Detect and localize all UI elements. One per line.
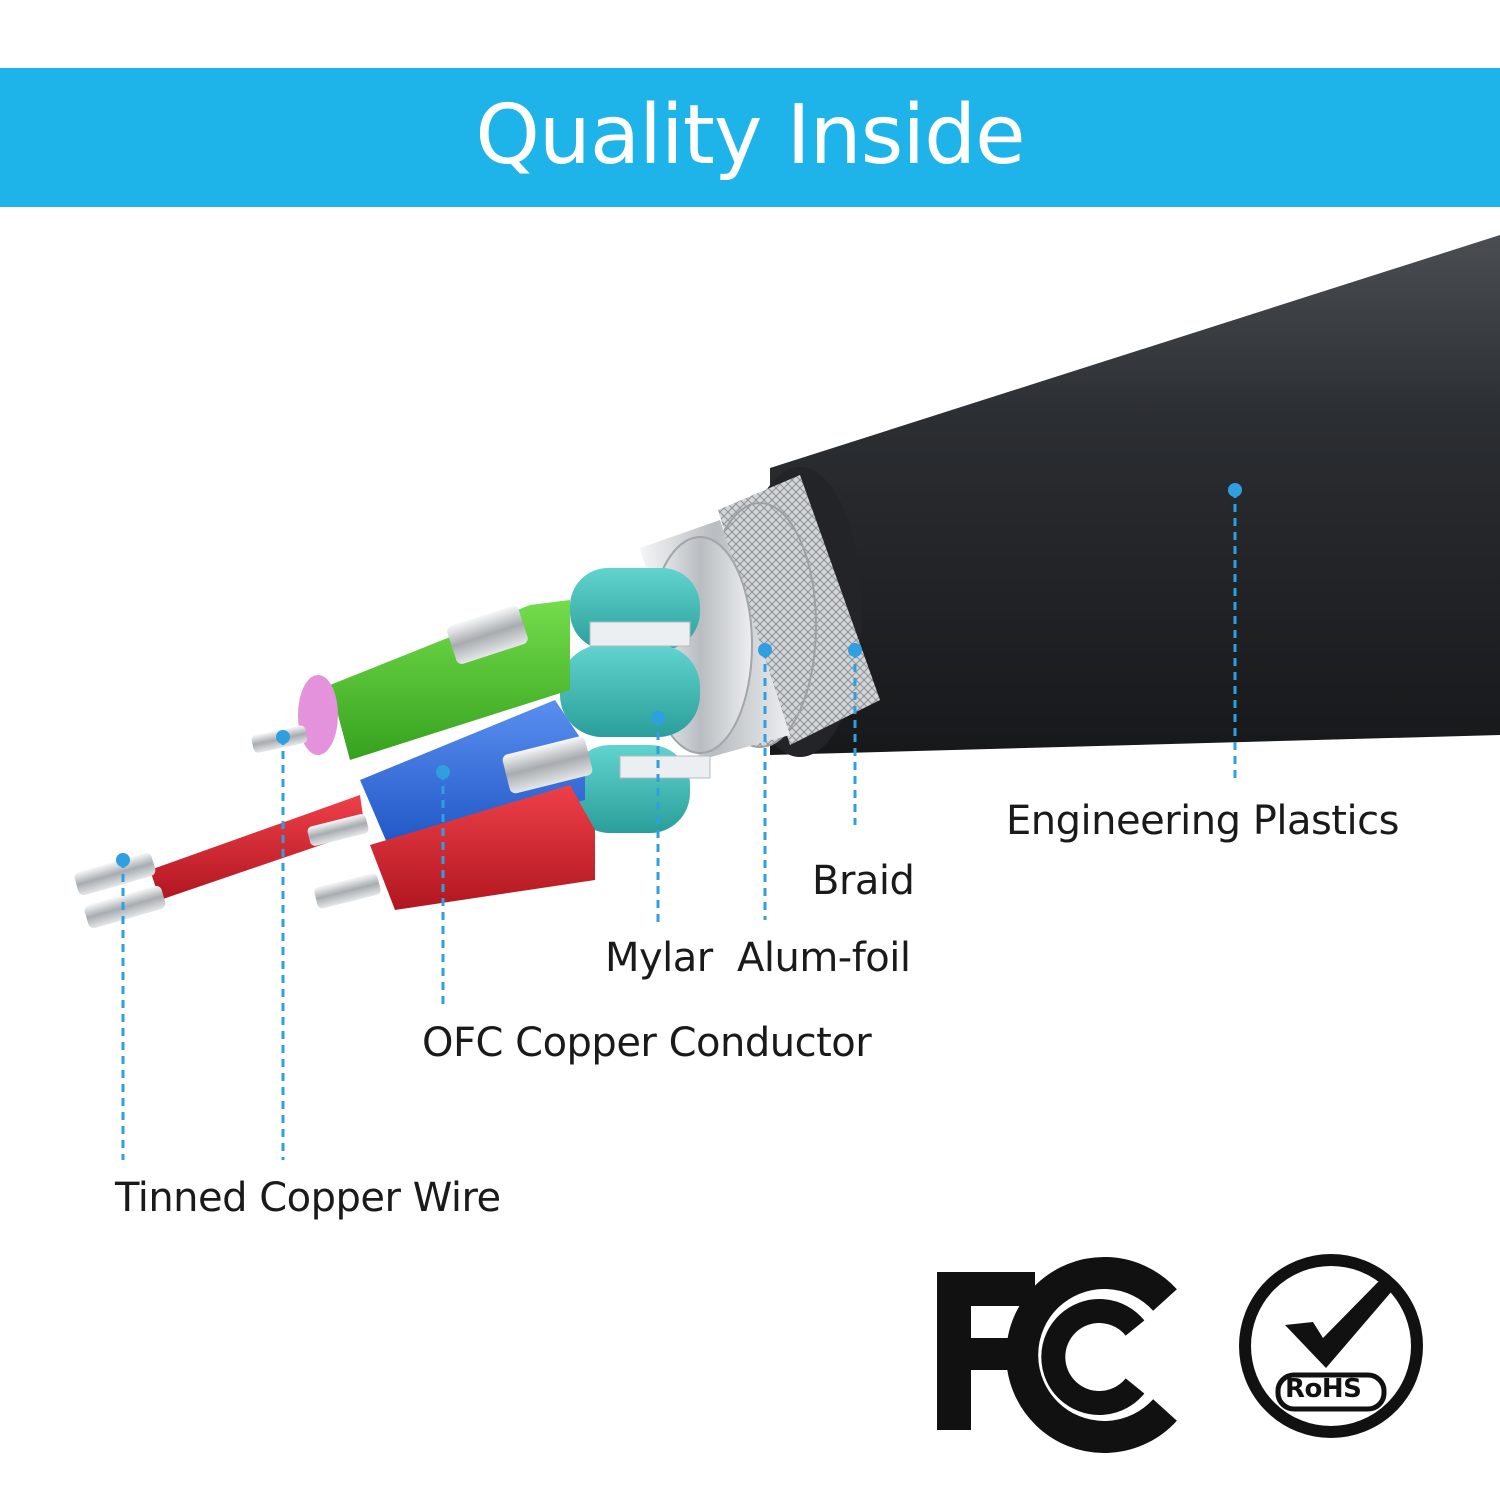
- mylar-strips: [589, 621, 711, 779]
- rohs-check-icon: [1239, 1254, 1423, 1438]
- label-tinned-copper-wire: Tinned Copper Wire: [115, 1175, 501, 1221]
- pointer-leaders: [121, 490, 1237, 1160]
- header-banner: Quality Inside: [0, 68, 1500, 207]
- green-core: [330, 600, 570, 760]
- pink-core: [298, 675, 338, 755]
- label-engineering-plastics: Engineering Plastics: [1006, 798, 1399, 844]
- label-ofc-copper-conductor: OFC Copper Conductor: [422, 1020, 872, 1066]
- banner-title: Quality Inside: [475, 88, 1025, 183]
- tinned-copper-wire-tips: [74, 725, 381, 929]
- label-braid: Braid: [812, 858, 915, 904]
- label-alum-foil: Alum-foil: [737, 935, 911, 981]
- red-signal-wire: [150, 795, 365, 900]
- label-mylar: Mylar: [605, 935, 713, 981]
- red-core: [370, 785, 595, 910]
- pointer-dots: [116, 483, 1242, 867]
- rohs-text: RoHS: [1285, 1374, 1362, 1404]
- fcc-logo-icon: [937, 1257, 1177, 1453]
